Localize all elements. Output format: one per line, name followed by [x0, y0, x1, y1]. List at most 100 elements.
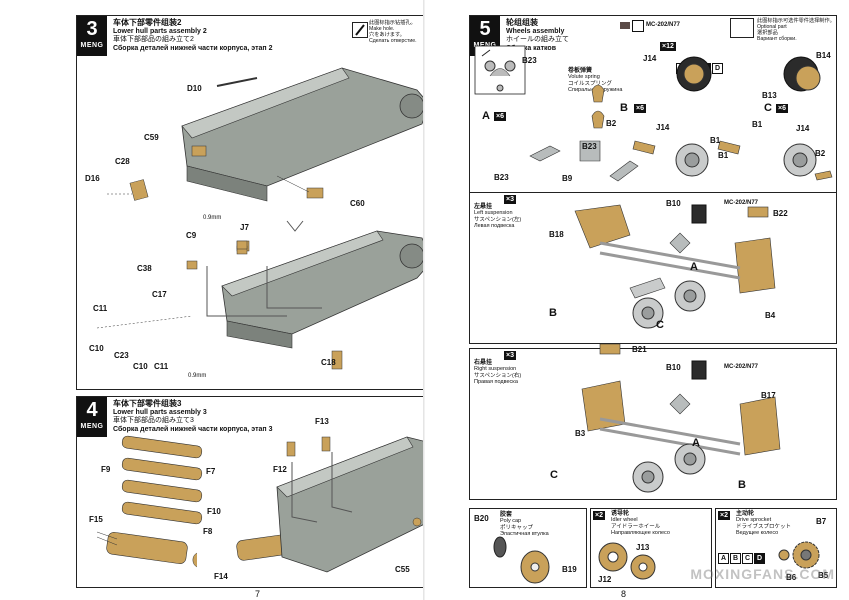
- idler-jp: アイドラーホイール: [611, 523, 661, 530]
- right-page-number: 8: [621, 589, 627, 599]
- left-page-number: 7: [255, 589, 261, 599]
- part-label-b2: B2: [606, 119, 617, 128]
- right-suspension-panel: ×3 右悬挂 Right suspension サスペンション(右) Права…: [469, 343, 837, 500]
- title-en: Lower hull parts assembly 3: [113, 408, 207, 416]
- part-label-c9: C9: [186, 231, 197, 240]
- rs-a: A: [692, 437, 700, 449]
- part-label-c11b: C11: [154, 362, 169, 371]
- rs-b: B: [738, 479, 746, 491]
- count-x6c: ×6: [776, 104, 788, 113]
- part-label-b13: B13: [762, 91, 777, 100]
- drive-count: ×2: [718, 511, 730, 520]
- note-ru: Вариант сборки.: [757, 36, 797, 42]
- option-a: A: [718, 553, 729, 564]
- drive-en: Drive sprocket: [736, 517, 772, 524]
- count-x6b: ×6: [634, 104, 646, 113]
- idler-wheel-panel: ×2 诱导轮 Idler wheel アイドラーホイール Направляюще…: [590, 508, 712, 588]
- ls-b22: B22: [773, 209, 788, 218]
- drive-title: 主动轮 Drive sprocket ドライブスプロケット Ведущее ко…: [736, 511, 791, 537]
- step3-badge: 3 MENG: [77, 16, 107, 56]
- note-zh: 此图标指示钻插孔。: [369, 20, 416, 26]
- step3-title: 车体下部零件组装2 Lower hull parts assembly 2 車体…: [113, 18, 272, 53]
- part-label-b23: B23: [522, 56, 537, 65]
- drill-size-label: 0.9mm: [203, 215, 222, 221]
- right-suspension-title: 右悬挂 Right suspension サスペンション(右) Правая п…: [474, 360, 521, 386]
- count-x6a: ×6: [494, 112, 506, 121]
- count-x12: ×12: [660, 42, 676, 51]
- part-label-f12: F12: [273, 465, 287, 474]
- idler-wheel-drawing: [598, 542, 656, 580]
- step4-title: 车体下部零件组装3 Lower hull parts assembly 3 車体…: [113, 399, 272, 434]
- ls-b4: B4: [765, 311, 776, 320]
- part-label-c28: C28: [115, 157, 130, 166]
- part-label-c55: C55: [395, 565, 410, 574]
- drill-hole-icon: [352, 22, 368, 38]
- idler-en: Idler wheel: [611, 517, 638, 524]
- drive-sprocket-drawing: [778, 541, 820, 569]
- optional-note: 此图标指示可选件零件选择制作。 Optional part 選択部品 Вариа…: [757, 18, 835, 42]
- part-label-f15: F15: [89, 515, 103, 524]
- part-label-c18: C18: [321, 358, 336, 367]
- title-jp: ホイールの組み立て: [506, 36, 569, 44]
- note-en: Optional part: [757, 24, 787, 30]
- note-ru: Сделать отверстие.: [369, 38, 417, 44]
- left-page: 3 MENG 车体下部零件组装2 Lower hull parts assemb…: [0, 0, 440, 600]
- part-label-b9: B9: [562, 174, 573, 183]
- watermark: MOXINGFANS.COM: [690, 566, 835, 582]
- part-label-d10: D10: [187, 84, 202, 93]
- title-en: Wheels assembly: [506, 27, 565, 35]
- step5-title: 轮组组装 Wheels assembly ホイールの組み立て Сборка ка…: [506, 18, 569, 53]
- drive-ru: Ведущее колесо: [736, 530, 779, 537]
- spring-en: Volute spring: [568, 74, 600, 81]
- step4-panel: 4 MENG 车体下部零件组装3 Lower hull parts assemb…: [76, 396, 440, 588]
- drive-zh: 主动轮: [736, 511, 755, 517]
- ls-zh: 左悬挂: [474, 204, 493, 210]
- part-label-c10b: C10: [133, 362, 148, 371]
- ls-en: Left suspension: [474, 210, 513, 217]
- lower-hull-drawing-upper: [96, 67, 433, 370]
- ls-b18: B18: [549, 230, 564, 239]
- rs-ru: Правая подвеска: [474, 379, 518, 386]
- part-label-b1b: B1: [752, 120, 763, 129]
- brand-logo-text: MENG: [80, 42, 104, 49]
- part-label-b19: B19: [562, 565, 577, 574]
- part-label-f7: F7: [206, 467, 216, 476]
- part-label-f14: F14: [214, 572, 228, 581]
- part-label-j14c: J14: [796, 124, 810, 133]
- title-zh: 车体下部零件组装3: [113, 399, 182, 408]
- poly-cap-title: 胶套 Poly cap ポリキャップ Эластичная втулка: [500, 512, 549, 538]
- right-suspension-count: ×3: [504, 351, 516, 360]
- part-label-j12: J12: [598, 575, 612, 584]
- rs-en: Right suspension: [474, 366, 517, 373]
- page-fold: [423, 0, 426, 600]
- part-label-f8: F8: [203, 527, 213, 536]
- rs-b10: B10: [666, 363, 681, 372]
- left-suspension-drawing: [574, 204, 776, 329]
- left-suspension-title: 左悬挂 Left suspension サスペンション(左) Левая под…: [474, 204, 521, 230]
- ls-jp: サスペンション(左): [474, 216, 522, 223]
- option-d: D: [754, 553, 765, 564]
- drill-size-label-2: 0.9mm: [188, 373, 207, 379]
- option-b: B: [730, 553, 741, 564]
- brand-logo-text: MENG: [473, 42, 497, 49]
- poly-cap-panel: 胶套 Poly cap ポリキャップ Эластичная втулка B20…: [469, 508, 587, 588]
- rs-b21: B21: [632, 345, 647, 354]
- ls-a: A: [690, 261, 698, 273]
- rs-jp: サスペンション(右): [474, 372, 522, 379]
- part-label-c60: C60: [350, 199, 365, 208]
- title-en: Lower hull parts assembly 2: [113, 27, 207, 35]
- idler-ru: Направляющее колесо: [611, 530, 670, 537]
- drill-note: 此图标指示钻插孔。 Make hole. 穴をあけます。 Сделать отв…: [369, 20, 417, 44]
- exhaust-and-hull-drawing: [96, 435, 440, 573]
- part-label-f10: F10: [207, 507, 221, 516]
- part-label-b5: B5: [818, 571, 829, 580]
- rs-paint: MC-202/N77: [724, 364, 759, 370]
- part-label-b23c: B23: [494, 173, 509, 182]
- title-ru: Сборка катков: [506, 44, 556, 52]
- part-label-b20: B20: [474, 514, 489, 523]
- option-d: D: [712, 63, 723, 74]
- part-label-c59: C59: [144, 133, 159, 142]
- rs-zh: 右悬挂: [474, 360, 493, 366]
- part-label-b1c: B1: [718, 151, 729, 160]
- drive-sprocket-panel: ×2 主动轮 Drive sprocket ドライブスプロケット Ведущее…: [715, 508, 837, 588]
